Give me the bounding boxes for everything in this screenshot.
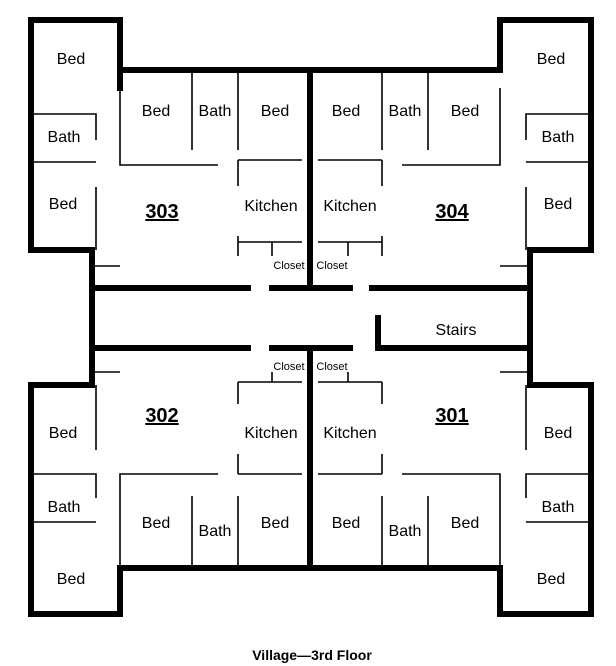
room-bath-303-a: Bath [48, 129, 81, 146]
room-closet-302: Closet [273, 361, 304, 373]
unit-301-label: 301 [435, 405, 468, 427]
room-bed-302-a: Bed [49, 425, 77, 442]
room-bed-303-a: Bed [57, 51, 85, 68]
room-bath-302-a: Bath [48, 499, 81, 516]
floor-title: Village—3rd Floor [252, 647, 372, 663]
room-kitchen-302: Kitchen [244, 425, 297, 442]
room-bed-304-b: Bed [544, 196, 572, 213]
room-bed-303-d: Bed [261, 103, 289, 120]
room-bath-304-a: Bath [542, 129, 575, 146]
room-bath-304-b: Bath [389, 103, 422, 120]
room-bed-301-c: Bed [451, 515, 479, 532]
room-bed-301-d: Bed [537, 571, 565, 588]
room-kitchen-303: Kitchen [244, 198, 297, 215]
room-bed-301-b: Bed [332, 515, 360, 532]
room-bed-302-d: Bed [57, 571, 85, 588]
room-bed-302-b: Bed [142, 515, 170, 532]
room-bed-304-d: Bed [451, 103, 479, 120]
unit-303-label: 303 [145, 201, 178, 223]
room-bed-301-a: Bed [544, 425, 572, 442]
room-closet-304: Closet [316, 260, 347, 272]
room-closet-301: Closet [316, 361, 347, 373]
room-bed-303-b: Bed [49, 196, 77, 213]
room-bed-303-c: Bed [142, 103, 170, 120]
room-bed-302-c: Bed [261, 515, 289, 532]
room-kitchen-301: Kitchen [323, 425, 376, 442]
room-bed-304-a: Bed [537, 51, 565, 68]
room-bath-301-b: Bath [389, 523, 422, 540]
room-stairs: Stairs [436, 322, 477, 339]
room-bath-303-b: Bath [199, 103, 232, 120]
unit-302-label: 302 [145, 405, 178, 427]
interior-walls [31, 70, 591, 568]
room-bed-304-c: Bed [332, 103, 360, 120]
exterior-walls [28, 17, 594, 617]
room-bath-301-a: Bath [542, 499, 575, 516]
room-bath-302-b: Bath [199, 523, 232, 540]
unit-304-label: 304 [435, 201, 469, 223]
room-kitchen-304: Kitchen [323, 198, 376, 215]
room-closet-303: Closet [273, 260, 304, 272]
